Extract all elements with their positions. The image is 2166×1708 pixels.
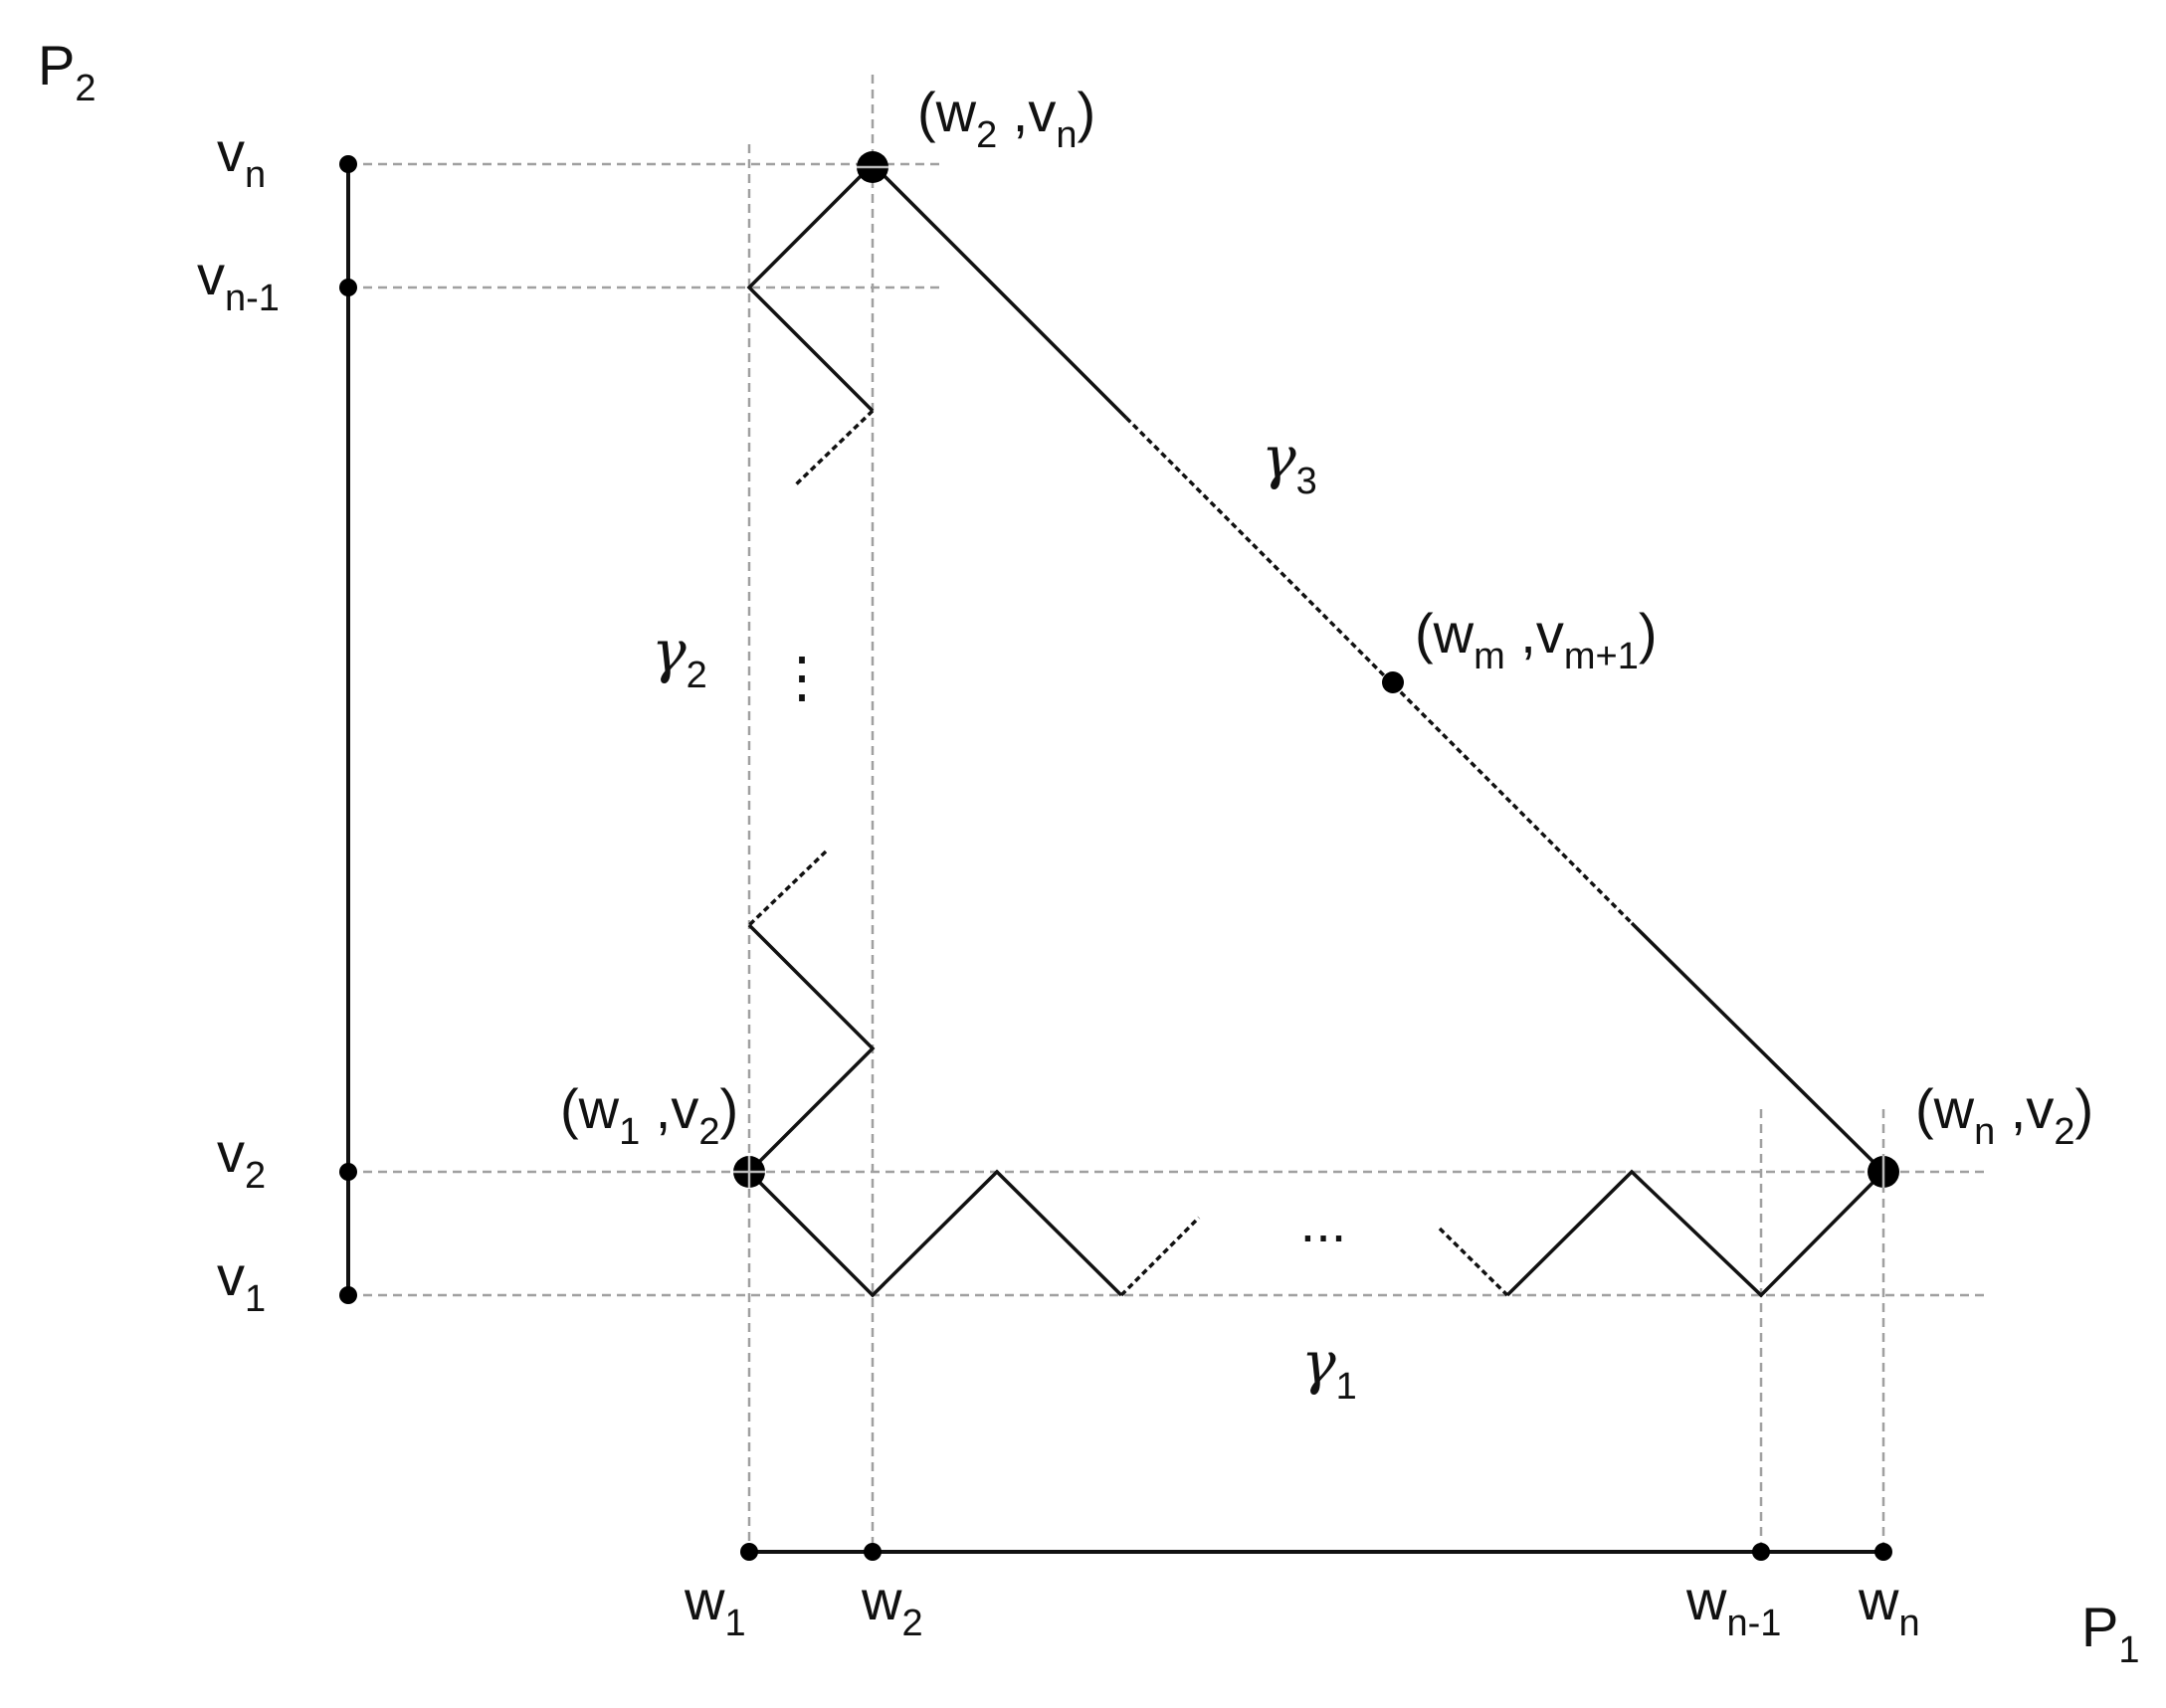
gamma3-dashed-segment <box>1124 416 1634 925</box>
vn1-sub: n-1 <box>225 278 280 319</box>
p2-main: P <box>38 34 75 96</box>
point-w1-v2-label: (w1 ,v2) <box>560 1077 738 1153</box>
w2-tick <box>864 1543 882 1561</box>
p2-axis-label: P2 <box>38 34 97 109</box>
gamma3-label: γ3 <box>1262 424 1317 502</box>
vn-label: vn <box>217 120 266 196</box>
vn1-tick <box>339 279 357 296</box>
gamma1-path <box>747 1169 1885 1298</box>
gamma3-main: γ <box>1262 424 1296 491</box>
wn1-label: wn-1 <box>1685 1569 1781 1644</box>
point-wm-vm1-open: (w <box>1415 602 1475 664</box>
v2-tick <box>339 1163 357 1181</box>
gamma2-label: γ2 <box>652 618 707 696</box>
w1-sub: 1 <box>724 1603 745 1644</box>
gamma2-top-dashed <box>794 409 875 486</box>
gamma2-bottom-dashed <box>747 850 828 927</box>
point-wm-vm1-s1: m <box>1474 636 1505 677</box>
gamma2-top-segment <box>746 162 875 413</box>
gamma1-right-segment <box>1505 1169 1885 1298</box>
v2-label: v2 <box>217 1121 266 1197</box>
p2-axis <box>339 155 357 1304</box>
w2-main: w <box>861 1569 902 1631</box>
gamma1-left-segment <box>747 1169 1123 1298</box>
point-w1-v2-s2: 2 <box>698 1111 719 1153</box>
gamma2-bottom-segment <box>747 923 876 1174</box>
point-wm-vm1-close: ) <box>1639 602 1658 664</box>
vn1-main: v <box>197 244 225 306</box>
point-wn-v2-label: (wn ,v2) <box>1915 1077 2093 1153</box>
point-wm-vm1 <box>1382 671 1404 693</box>
w1-tick <box>740 1543 758 1561</box>
point-w2-vn-s1: 2 <box>976 114 997 156</box>
gamma1-sub: 1 <box>1336 1366 1357 1408</box>
point-wn-v2-open: (w <box>1915 1077 1975 1140</box>
horizontal-ellipsis: ... <box>1300 1191 1347 1253</box>
vn-main: v <box>217 120 245 183</box>
point-wm-vm1-s2: m+1 <box>1564 636 1639 677</box>
vertical-ellipsis: ⋮ <box>774 646 830 708</box>
v1-tick <box>339 1286 357 1304</box>
point-wn-v2-s2: 2 <box>2054 1111 2074 1153</box>
v1-sub: 1 <box>245 1278 266 1320</box>
w1-label: w1 <box>684 1569 746 1644</box>
point-w1-v2-open: (w <box>560 1077 620 1140</box>
point-w2-vn-open: (w <box>917 81 977 143</box>
gamma2-sub: 2 <box>687 655 707 696</box>
v2-main: v <box>217 1121 245 1184</box>
v1-main: v <box>217 1244 245 1307</box>
wn-label: wn <box>1858 1569 1920 1644</box>
wn1-sub: n-1 <box>1726 1603 1781 1644</box>
vn-tick <box>339 155 357 173</box>
wn1-main: w <box>1685 1569 1727 1631</box>
point-w2-vn-close: ) <box>1078 81 1096 143</box>
gamma3-sub: 3 <box>1296 461 1317 502</box>
horizontal-guides <box>348 162 1990 1297</box>
vertical-guides <box>747 75 1885 1552</box>
gamma2-main: γ <box>652 618 687 685</box>
vn-sub: n <box>245 154 266 196</box>
w1-main: w <box>684 1569 725 1631</box>
point-w2-vn-mid: ,v <box>997 81 1056 143</box>
point-wn-v2-s1: n <box>1974 1111 1995 1153</box>
vn1-label: vn-1 <box>197 244 280 319</box>
wn1-tick <box>1752 1543 1770 1561</box>
gamma1-right-dashed <box>1438 1227 1509 1297</box>
p2-sub: 2 <box>75 68 96 109</box>
point-w2-vn-label: (w2 ,vn) <box>917 81 1095 156</box>
wn-main: w <box>1858 1569 1899 1631</box>
point-w1-v2-s1: 1 <box>619 1111 640 1153</box>
p1-axis-label: P1 <box>2081 1596 2140 1671</box>
point-wn-v2-close: ) <box>2075 1077 2094 1140</box>
w2-label: w2 <box>861 1569 923 1644</box>
wn-tick <box>1874 1543 1892 1561</box>
point-w1-v2-close: ) <box>720 1077 739 1140</box>
gamma3-path <box>871 162 1885 1174</box>
v2-sub: 2 <box>245 1155 266 1197</box>
gamma1-left-dashed <box>1119 1216 1201 1297</box>
point-wm-vm1-label: (wm ,vm+1) <box>1415 602 1658 677</box>
point-w1-v2-mid: ,v <box>640 1077 698 1140</box>
key-points <box>733 151 1899 1188</box>
gamma1-main: γ <box>1301 1329 1336 1397</box>
gamma2-path <box>746 162 876 1174</box>
p1-sub: 1 <box>2118 1629 2139 1671</box>
p1-main: P <box>2081 1596 2118 1658</box>
v1-label: v1 <box>217 1244 266 1320</box>
p1-axis <box>740 1543 1892 1561</box>
point-wm-vm1-mid: ,v <box>1505 602 1564 664</box>
wn-sub: n <box>1898 1603 1919 1644</box>
point-w2-vn-s2: n <box>1056 114 1077 156</box>
gamma1-label: γ1 <box>1301 1329 1357 1408</box>
point-wn-v2-mid: ,v <box>1995 1077 2054 1140</box>
w2-sub: 2 <box>901 1603 922 1644</box>
gamma3-top-segment <box>871 162 1128 420</box>
gamma3-bottom-segment <box>1630 921 1885 1174</box>
